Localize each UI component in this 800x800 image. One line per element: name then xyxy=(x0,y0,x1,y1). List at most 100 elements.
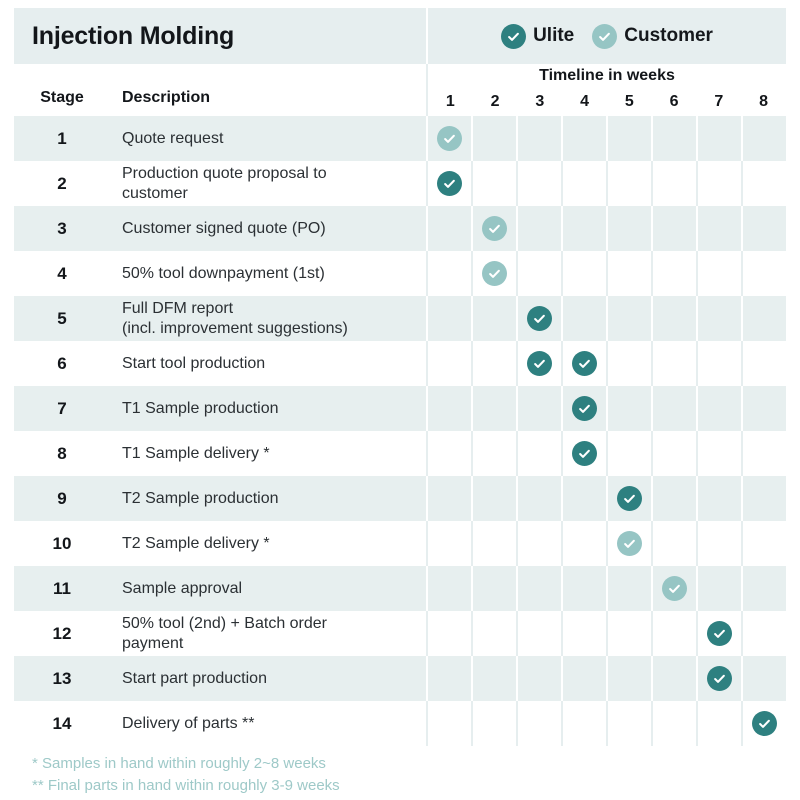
timeline-cells xyxy=(426,116,786,161)
timeline-cell-week-2 xyxy=(471,476,516,521)
check-circle-icon xyxy=(707,666,732,691)
stage-number: 3 xyxy=(57,218,67,238)
timeline-cell-week-8 xyxy=(741,296,786,341)
check-circle-icon xyxy=(437,126,462,151)
column-header-stage: Stage xyxy=(14,64,110,116)
timeline-cell-week-3 xyxy=(516,611,561,656)
stage-description: Quote request xyxy=(110,116,426,161)
timeline-cell-week-8 xyxy=(741,161,786,206)
timeline-cell-week-1 xyxy=(426,161,471,206)
timeline-cell-week-8 xyxy=(741,386,786,431)
timeline-cells xyxy=(426,341,786,386)
timeline-cell-week-2 xyxy=(471,206,516,251)
stage-number: 1 xyxy=(57,128,67,148)
timeline-cell-week-2 xyxy=(471,116,516,161)
description-line: Sample approval xyxy=(122,579,243,597)
timeline-cell-week-3 xyxy=(516,431,561,476)
timeline-cell-week-6 xyxy=(651,296,696,341)
timeline-cell-week-7 xyxy=(696,161,741,206)
timeline-cell-week-7 xyxy=(696,116,741,161)
stage-number: 11 xyxy=(53,578,71,598)
stage-description: Start part production xyxy=(110,656,426,701)
timeline-cell-week-1 xyxy=(426,116,471,161)
timeline-cell-week-5 xyxy=(606,566,651,611)
timeline-cell-week-4 xyxy=(561,701,606,746)
description-line: T1 Sample delivery * xyxy=(122,444,270,462)
timeline-cell-week-1 xyxy=(426,251,471,296)
timeline-cell-week-5 xyxy=(606,341,651,386)
timeline-cells xyxy=(426,656,786,701)
timeline-cell-week-6 xyxy=(651,566,696,611)
timeline-cell-week-7 xyxy=(696,296,741,341)
legend-label: Ulite xyxy=(533,25,575,46)
check-circle-icon xyxy=(752,711,777,736)
description-line: T2 Sample delivery * xyxy=(122,534,270,552)
timeline-cell-week-3 xyxy=(516,521,561,566)
timeline-cell-week-5 xyxy=(606,701,651,746)
timeline-cell-week-5 xyxy=(606,611,651,656)
description-line: Customer signed quote (PO) xyxy=(122,219,326,237)
timeline-cell-week-4 xyxy=(561,521,606,566)
timeline-cell-week-2 xyxy=(471,251,516,296)
timeline-cell-week-4 xyxy=(561,161,606,206)
timeline-cell-week-5 xyxy=(606,431,651,476)
timeline-cell-week-5 xyxy=(606,206,651,251)
stage-description: Sample approval xyxy=(110,566,426,611)
chart-header: Injection Molding Ulite Customer xyxy=(14,8,786,64)
timeline-cell-week-8 xyxy=(741,431,786,476)
check-circle-icon xyxy=(617,486,642,511)
timeline-cells xyxy=(426,431,786,476)
timeline-cell-week-3 xyxy=(516,296,561,341)
stage-description: T2 Sample production xyxy=(110,476,426,521)
description-line: T2 Sample production xyxy=(122,489,279,507)
week-number-7: 7 xyxy=(714,93,724,110)
timeline-cell-week-6 xyxy=(651,251,696,296)
timeline-cell-week-8 xyxy=(741,206,786,251)
timeline-cell-week-1 xyxy=(426,296,471,341)
timeline-cell-week-5 xyxy=(606,656,651,701)
timeline-cell-week-5 xyxy=(606,386,651,431)
timeline-cell-week-6 xyxy=(651,701,696,746)
timeline-cell-week-4 xyxy=(561,611,606,656)
timeline-cell-week-4 xyxy=(561,566,606,611)
week-number-3: 3 xyxy=(535,93,545,110)
column-header-description-label: Description xyxy=(122,89,211,106)
timeline-cell-week-6 xyxy=(651,116,696,161)
timeline-cell-week-3 xyxy=(516,476,561,521)
page-title: Injection Molding xyxy=(32,21,235,50)
timeline-cell-week-7 xyxy=(696,251,741,296)
timeline-cell-week-8 xyxy=(741,521,786,566)
timeline-cell-week-3 xyxy=(516,701,561,746)
timeline-cell-week-3 xyxy=(516,116,561,161)
timeline-cell-week-8 xyxy=(741,116,786,161)
timeline-cell-week-3 xyxy=(516,341,561,386)
timeline-cell-week-6 xyxy=(651,341,696,386)
timeline-cell-week-5 xyxy=(606,116,651,161)
description-line: 50% tool downpayment (1st) xyxy=(122,264,325,282)
check-circle-icon xyxy=(707,621,732,646)
stage-number: 4 xyxy=(57,263,67,283)
legend-item-customer: Customer xyxy=(592,23,713,49)
timeline-cell-week-1 xyxy=(426,656,471,701)
timeline-cell-week-3 xyxy=(516,566,561,611)
timeline-cell-week-3 xyxy=(516,656,561,701)
timeline-cell-week-2 xyxy=(471,656,516,701)
timeline-cell-week-5 xyxy=(606,296,651,341)
check-circle-icon xyxy=(482,216,507,241)
timeline-cell-week-2 xyxy=(471,566,516,611)
timeline-cell-week-7 xyxy=(696,476,741,521)
stage-description: Full DFM report(incl. improvement sugges… xyxy=(110,296,426,341)
timeline-cell-week-4 xyxy=(561,341,606,386)
timeline-cells xyxy=(426,296,786,341)
timeline-cell-week-3 xyxy=(516,161,561,206)
timeline-cells xyxy=(426,206,786,251)
check-circle-icon xyxy=(572,351,597,376)
